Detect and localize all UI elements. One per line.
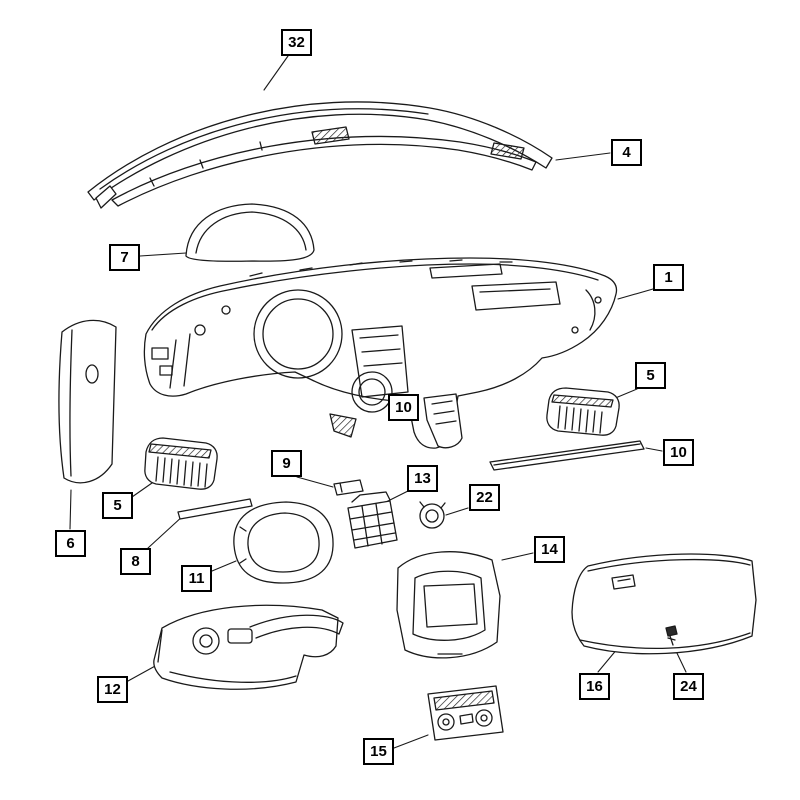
callout-11[interactable]: 11: [181, 565, 212, 592]
part-bracket: [333, 479, 364, 496]
callout-7-label: 7: [120, 249, 129, 266]
part-instrument-panel: [143, 257, 618, 449]
part-center-stack-bezel: [396, 551, 501, 659]
callout-10-right[interactable]: 10: [663, 439, 694, 466]
part-trim-strip-right: [489, 440, 645, 471]
part-glove-box: [571, 553, 757, 655]
callout-24-label: 24: [680, 678, 697, 695]
callout-15-label: 15: [370, 743, 387, 760]
part-cluster-bezel: [233, 501, 334, 584]
leader-lines: [69, 55, 687, 749]
callout-5-left-label: 5: [113, 497, 122, 514]
callout-10-center[interactable]: 10: [388, 394, 419, 421]
part-center-duct: [423, 393, 463, 449]
callout-5-right-label: 5: [646, 367, 655, 384]
callout-4[interactable]: 4: [611, 139, 642, 166]
callout-16-label: 16: [586, 678, 603, 695]
part-vent-right: [546, 387, 620, 436]
callout-5-left[interactable]: 5: [102, 492, 133, 519]
callout-4-label: 4: [622, 144, 631, 161]
callout-1[interactable]: 1: [653, 264, 684, 291]
callout-5-right[interactable]: 5: [635, 362, 666, 389]
callout-32[interactable]: 32: [281, 29, 312, 56]
part-grommet: [419, 501, 446, 529]
callout-12-label: 12: [104, 681, 121, 698]
part-climate-control: [427, 685, 504, 741]
callout-10-right-label: 10: [670, 444, 687, 461]
part-lower-panel-left: [153, 604, 344, 690]
callout-9-label: 9: [282, 455, 291, 472]
callout-13-label: 13: [414, 470, 431, 487]
callout-32-label: 32: [288, 34, 305, 51]
part-cluster-hood: [185, 203, 315, 262]
callout-9[interactable]: 9: [271, 450, 302, 477]
callout-11-label: 11: [188, 570, 205, 587]
part-center-bracket: [347, 491, 398, 549]
callout-6[interactable]: 6: [55, 530, 86, 557]
part-end-cap-left: [58, 319, 117, 484]
callout-10-center-label: 10: [395, 399, 412, 416]
callout-14[interactable]: 14: [534, 536, 565, 563]
callout-7[interactable]: 7: [109, 244, 140, 271]
callout-12[interactable]: 12: [97, 676, 128, 703]
callout-15[interactable]: 15: [363, 738, 394, 765]
part-windshield-trim: [87, 101, 553, 209]
callout-8[interactable]: 8: [120, 548, 151, 575]
callout-24[interactable]: 24: [673, 673, 704, 700]
callout-8-label: 8: [131, 553, 140, 570]
callout-22[interactable]: 22: [469, 484, 500, 511]
part-screw: [665, 625, 678, 646]
callout-14-label: 14: [541, 541, 558, 558]
part-vent-left: [144, 437, 218, 490]
callout-16[interactable]: 16: [579, 673, 610, 700]
callout-1-label: 1: [664, 269, 673, 286]
callout-22-label: 22: [476, 489, 493, 506]
callout-13[interactable]: 13: [407, 465, 438, 492]
part-trim-strip-left: [177, 498, 253, 520]
callout-6-label: 6: [66, 535, 75, 552]
